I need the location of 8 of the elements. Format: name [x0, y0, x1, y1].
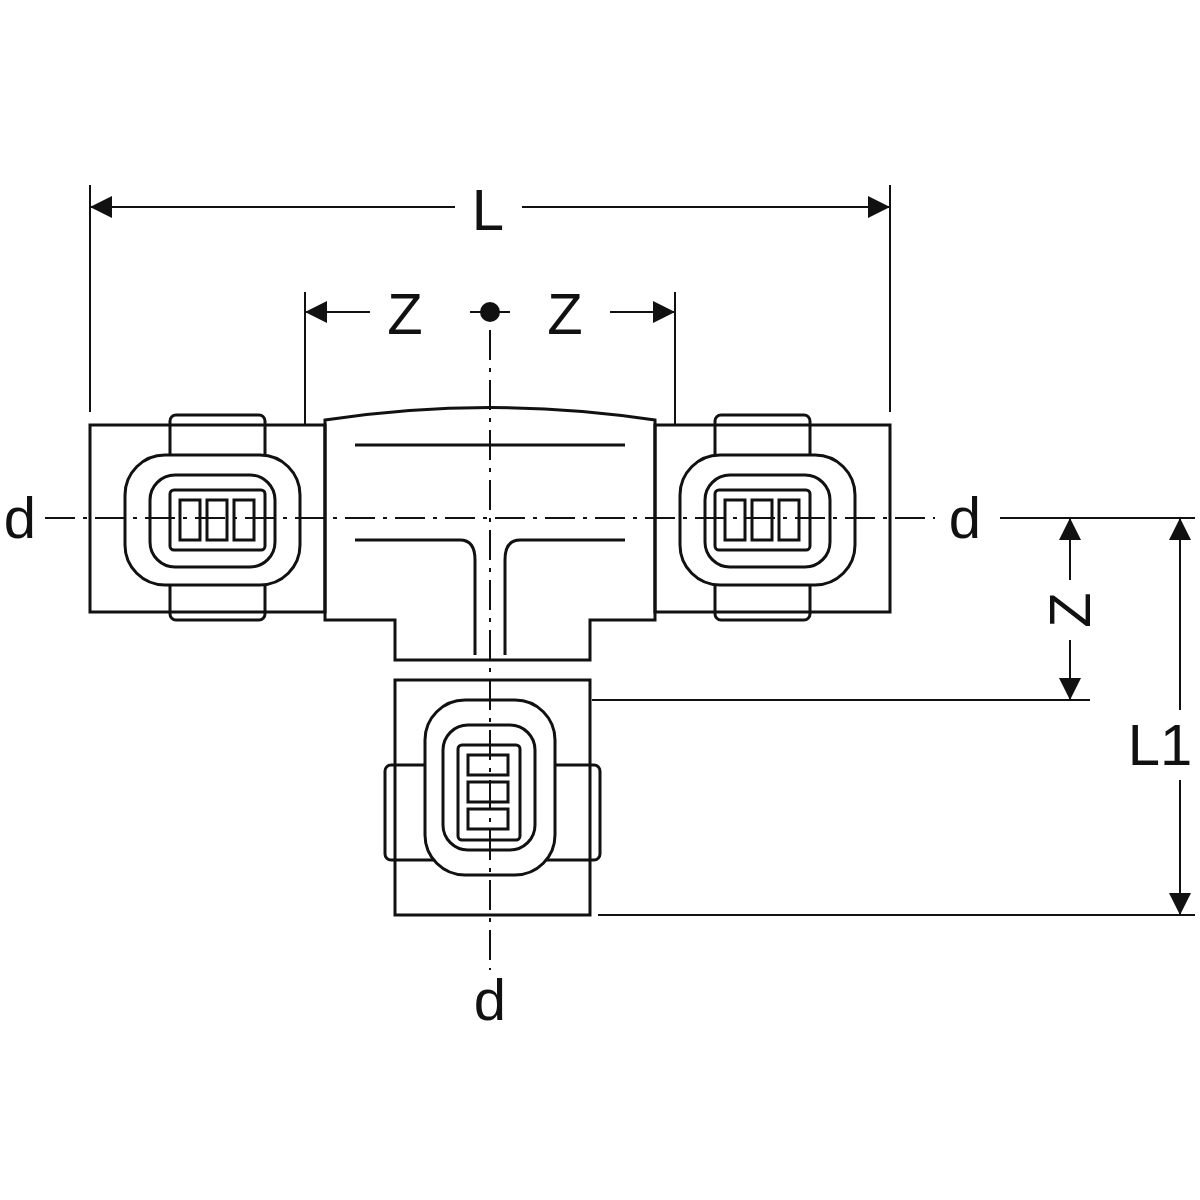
dimension-label: Z — [547, 285, 583, 343]
dimension-label: d — [948, 489, 982, 547]
dimension-label: Z — [1041, 592, 1099, 628]
dimension-label: Z — [387, 285, 423, 343]
dimension-label: d — [473, 971, 507, 1029]
dimension-label: L1 — [1127, 716, 1193, 774]
dimension-label: L — [471, 181, 505, 239]
dimension-label: d — [3, 489, 37, 547]
